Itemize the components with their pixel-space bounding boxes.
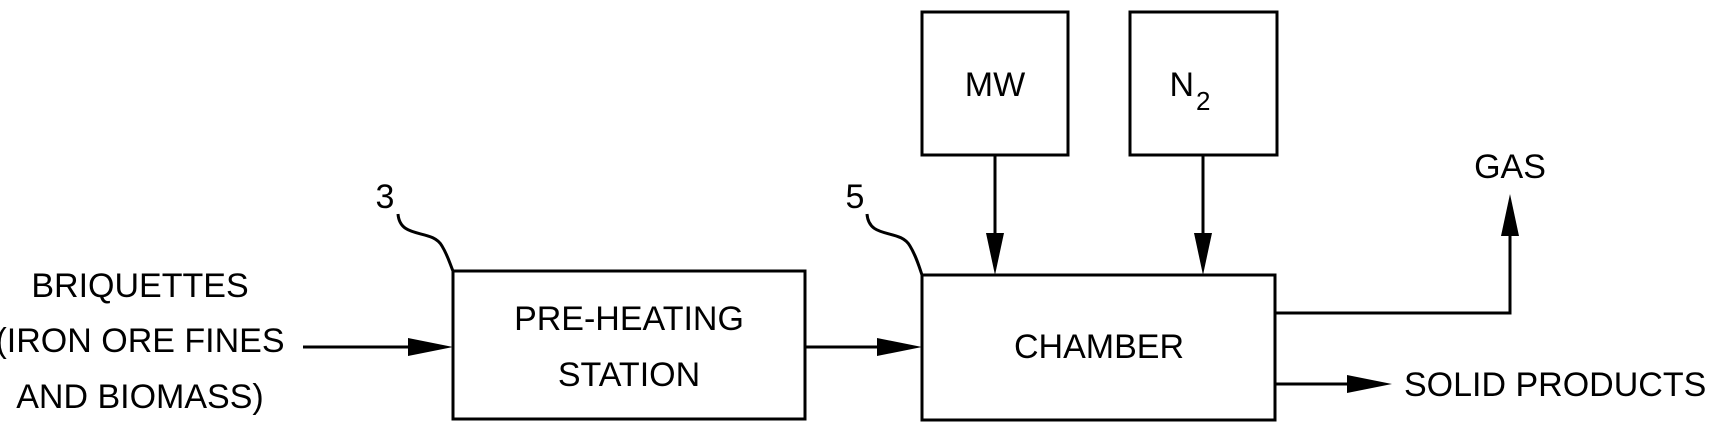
input-label: BRIQUETTES (IRON ORE FINES AND BIOMASS) <box>0 267 285 416</box>
arrow-preheating-to-chamber <box>805 338 922 356</box>
n2-label-main: N <box>1169 66 1194 104</box>
n2-label-subscript: 2 <box>1196 86 1210 116</box>
arrow-mw-to-chamber <box>986 155 1004 275</box>
preheating-station-box: PRE-HEATING STATION <box>451 269 807 421</box>
gas-label: GAS <box>1474 148 1546 186</box>
reference-3: 3 <box>376 178 455 272</box>
arrow-n2-to-chamber <box>1194 155 1212 275</box>
preheating-label-line1: PRE-HEATING <box>514 300 744 338</box>
n2-box: N2 <box>1128 10 1279 157</box>
mw-label: MW <box>965 66 1025 104</box>
arrow-input-to-preheating <box>303 338 453 356</box>
reference-3-label: 3 <box>376 178 395 216</box>
arrow-chamber-to-gas <box>1275 194 1519 315</box>
n2-label: N2 <box>1169 66 1210 116</box>
mw-box: MW <box>920 10 1070 157</box>
solid-products-label: SOLID PRODUCTS <box>1404 366 1706 404</box>
reference-5-label: 5 <box>846 178 865 216</box>
input-label-line2: (IRON ORE FINES <box>0 322 285 360</box>
reference-5-leader <box>865 213 924 276</box>
chamber-label: CHAMBER <box>1014 328 1184 366</box>
chamber-box: CHAMBER <box>920 273 1277 422</box>
input-label-line3: AND BIOMASS) <box>16 378 263 416</box>
arrow-chamber-to-solid-products <box>1275 375 1392 393</box>
reference-3-leader <box>396 213 455 272</box>
preheating-label-line2: STATION <box>558 356 700 394</box>
reference-5: 5 <box>846 178 924 276</box>
input-label-line1: BRIQUETTES <box>31 267 248 305</box>
